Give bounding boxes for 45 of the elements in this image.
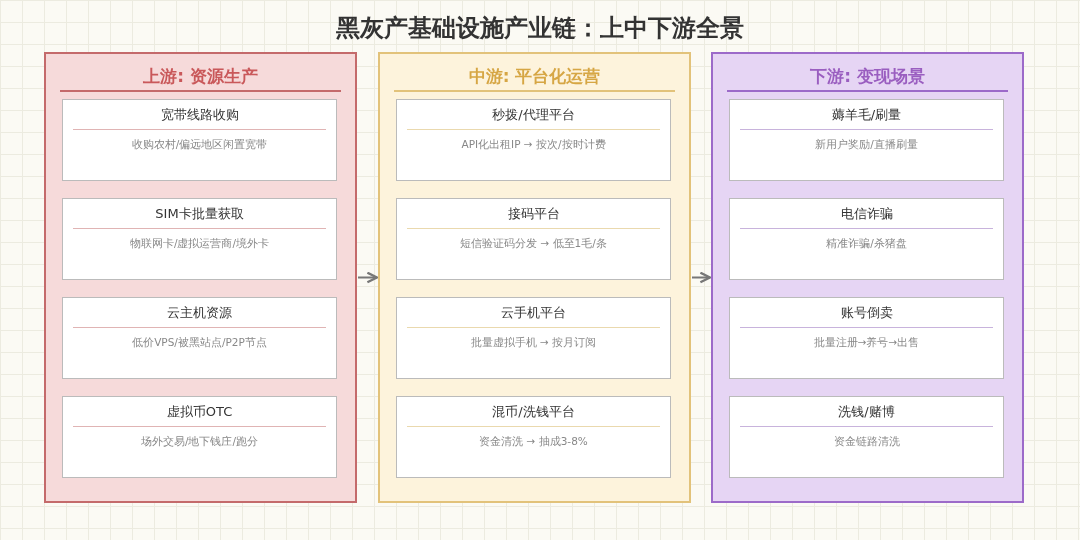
item-card xyxy=(62,198,337,280)
item-card xyxy=(396,396,671,478)
item-card xyxy=(729,297,1004,379)
stage-heading: 下游: 变现场景 xyxy=(727,64,1008,92)
diagram-title: 黑灰产基础设施产业链：上中下游全景 xyxy=(335,13,745,44)
card-heading: 云主机资源 xyxy=(166,304,233,322)
card-description: 批量虚拟手机 → 按月订阅 xyxy=(469,336,598,350)
card-heading: 虚拟币OTC xyxy=(165,403,234,421)
card-heading: 接码平台 xyxy=(506,205,561,223)
item-card xyxy=(396,297,671,379)
card-description: 场外交易/地下钱庄/跑分 xyxy=(139,435,260,449)
item-card xyxy=(729,99,1004,181)
card-description: 批量注册→养号→出售 xyxy=(812,336,921,350)
stage-heading: 中游: 平台化运营 xyxy=(394,64,675,92)
card-heading: 混币/洗钱平台 xyxy=(491,403,576,421)
item-card xyxy=(62,297,337,379)
card-heading: 电信诈骗 xyxy=(839,205,894,223)
card-description: 新用户奖励/直播刷量 xyxy=(814,138,919,152)
card-description: 收购农村/偏远地区闲置宽带 xyxy=(130,138,269,152)
stage-panel xyxy=(378,52,691,503)
card-description: 物联网卡/虚拟运营商/境外卡 xyxy=(128,237,271,251)
item-card xyxy=(62,99,337,181)
item-card xyxy=(62,396,337,478)
card-heading: 账号倒卖 xyxy=(839,304,894,322)
arrow xyxy=(357,271,379,284)
card-heading: 宽带线路收购 xyxy=(159,106,240,124)
card-heading: SIM卡批量获取 xyxy=(154,205,245,223)
card-description: 短信验证码分发 → 低至1毛/条 xyxy=(459,237,608,251)
stage-heading: 上游: 资源生产 xyxy=(60,64,341,92)
item-card xyxy=(396,198,671,280)
item-card xyxy=(396,99,671,181)
card-description: API化出租IP → 按次/按时计费 xyxy=(460,138,607,152)
card-heading: 洗钱/赌博 xyxy=(837,403,896,421)
arrow xyxy=(691,271,712,284)
item-card xyxy=(729,198,1004,280)
card-description: 资金链路清洗 xyxy=(832,435,901,449)
card-description: 低价VPS/被黑站点/P2P节点 xyxy=(131,336,268,350)
card-heading: 秒拨/代理平台 xyxy=(491,106,576,124)
stage-panel xyxy=(44,52,357,503)
item-card xyxy=(729,396,1004,478)
stage-panel xyxy=(711,52,1024,503)
card-description: 资金清洗 → 抽成3-8% xyxy=(478,435,589,449)
card-description: 精准诈骗/杀猪盘 xyxy=(825,237,908,251)
card-heading: 薅羊毛/刷量 xyxy=(830,106,903,124)
card-heading: 云手机平台 xyxy=(500,304,567,322)
